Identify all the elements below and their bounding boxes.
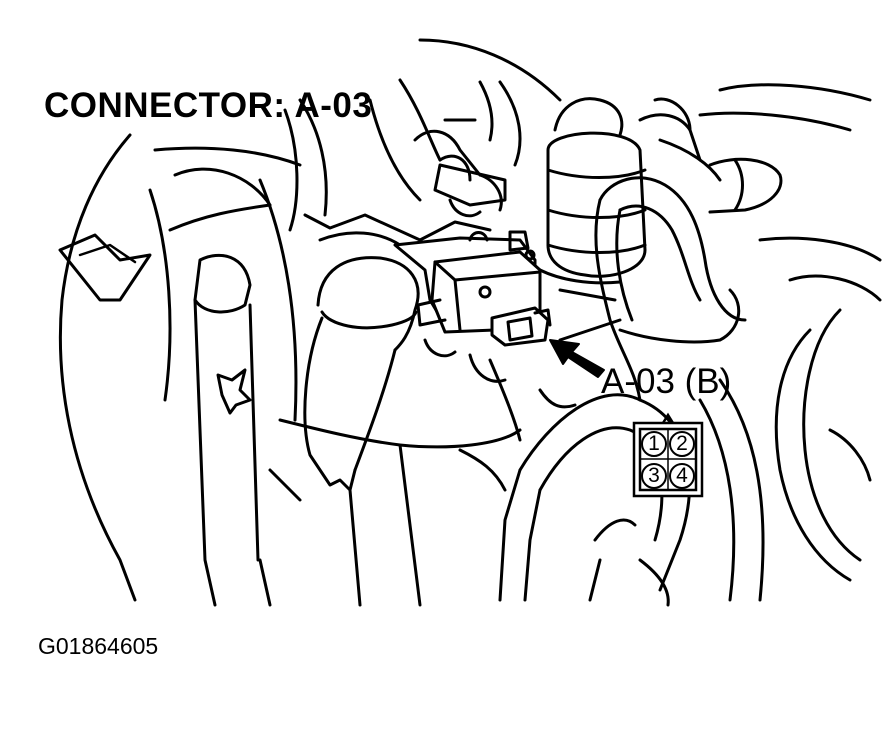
callout-arrow (549, 339, 605, 378)
connector-pin-4: 4 (676, 464, 688, 487)
engine-bay-linework (58, 38, 882, 607)
connector-face-diagram (632, 412, 704, 498)
connector-pin-1: 1 (648, 432, 660, 455)
valve-component (393, 230, 552, 347)
connector-pin-3: 3 (648, 464, 660, 487)
diagram-title: CONNECTOR: A-03 (44, 86, 373, 125)
connector-pin-2: 2 (676, 432, 688, 455)
figure-id: G01864605 (38, 633, 159, 659)
connector-callout-label: A-03 (B) (601, 362, 732, 401)
